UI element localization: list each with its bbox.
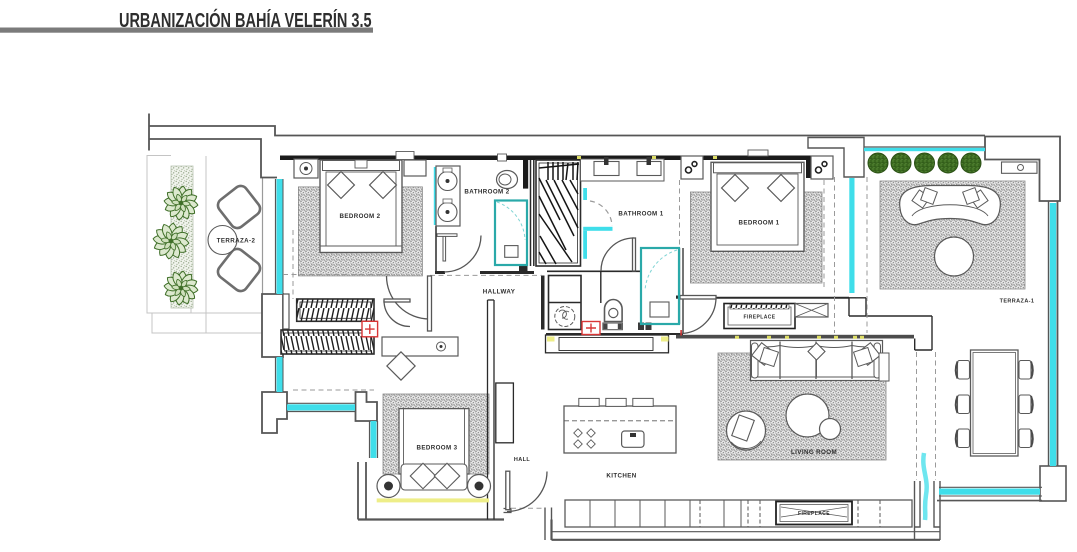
svg-text:HALL: HALL [514,457,531,463]
svg-text:BATHROOM 2: BATHROOM 2 [464,189,509,196]
svg-text:TERRAZA-1: TERRAZA-1 [1000,299,1035,305]
svg-text:LIVING ROOM: LIVING ROOM [791,449,837,456]
svg-text:FIREPLACE: FIREPLACE [744,315,776,321]
svg-text:HALLWAY: HALLWAY [483,289,516,296]
svg-text:BATHROOM 1: BATHROOM 1 [618,211,663,218]
svg-text:URBANIZACIÓN BAHÍA VELERÍN 3.5: URBANIZACIÓN BAHÍA VELERÍN 3.5 [119,7,372,31]
svg-text:BEDROOM 1: BEDROOM 1 [738,220,779,227]
svg-text:KITCHEN: KITCHEN [606,473,636,480]
svg-text:BEDROOM 3: BEDROOM 3 [416,445,457,452]
svg-text:FIREPLACE: FIREPLACE [798,511,830,517]
svg-text:TERRAZA-2: TERRAZA-2 [217,238,256,245]
svg-text:BEDROOM 2: BEDROOM 2 [339,213,380,220]
